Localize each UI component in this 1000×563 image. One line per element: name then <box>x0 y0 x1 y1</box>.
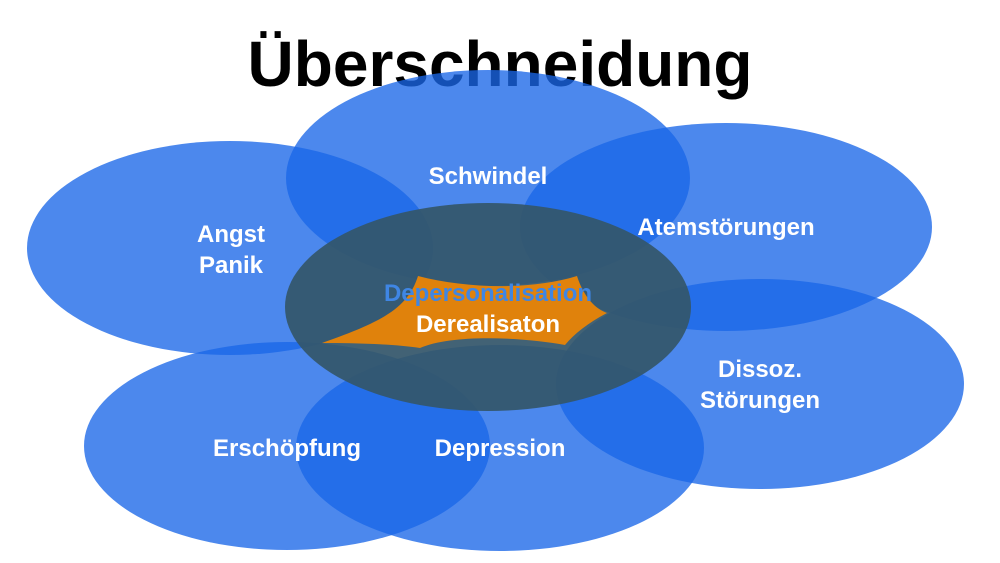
label-depersonalisation: Depersonalisation <box>384 280 592 307</box>
label-stoerungen: Störungen <box>700 387 820 414</box>
label-atemstoerungen: Atemstörungen <box>637 214 814 241</box>
label-schwindel: Schwindel <box>429 163 548 190</box>
label-derealisaton: Derealisaton <box>416 311 560 338</box>
center-highlight-shape <box>322 276 607 348</box>
label-dissoz: Dissoz. <box>718 356 802 383</box>
label-erschoepfung: Erschöpfung <box>213 435 361 462</box>
label-panik: Panik <box>199 252 264 279</box>
label-depression: Depression <box>435 435 566 462</box>
label-angst: Angst <box>197 221 265 248</box>
